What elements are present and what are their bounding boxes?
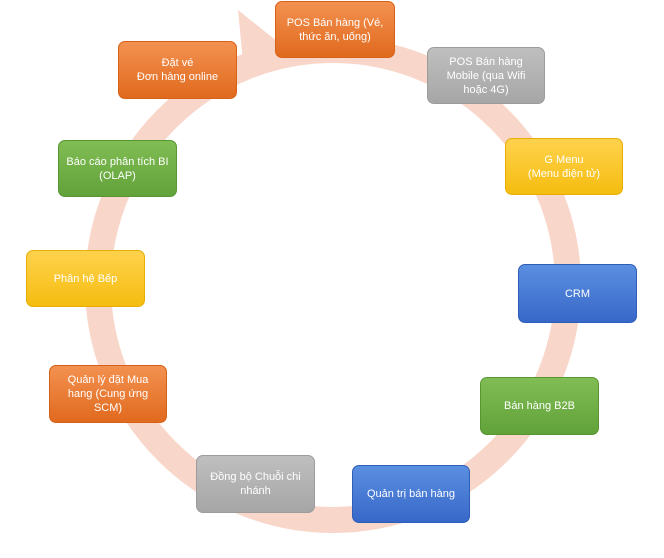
node-pos-mobile-line-2: Mobile (qua Wifi xyxy=(446,69,526,82)
node-g-menu-line-2: (Menu điện tử) xyxy=(527,167,601,180)
node-kitchen: Phân hệ Bếp xyxy=(26,250,145,307)
node-admin-line-1: Quản trị bán hàng xyxy=(366,488,456,500)
node-booking-line-1: Đặt vé xyxy=(161,57,194,69)
node-booking-line-2: Đơn hàng online xyxy=(136,71,219,83)
node-bi: Báo cáo phân tích BI (OLAP) xyxy=(58,140,177,197)
node-admin: Quản trị bán hàng xyxy=(352,465,470,523)
node-pos-mobile: POS Bán hàng Mobile (qua Wifi hoặc 4G) xyxy=(427,47,545,104)
node-crm-line-1: CRM xyxy=(564,287,591,300)
node-pos-line-1: POS Bán hàng (Vé, xyxy=(286,16,384,29)
node-crm: CRM xyxy=(518,264,637,323)
node-scm-line-3: SCM) xyxy=(93,402,123,414)
node-pos-mobile-line-3: hoặc 4G) xyxy=(463,83,509,96)
ring-track xyxy=(85,37,581,533)
node-scm-line-1: Quản lý đặt Mua xyxy=(67,374,149,386)
node-scm-line-2: hang (Cung ứng xyxy=(67,388,149,400)
node-bi-line-2: (OLAP) xyxy=(99,169,136,182)
node-b2b-line-1: Bán hàng B2B xyxy=(504,400,575,412)
node-sync-line-1: Đồng bộ Chuỗi chi xyxy=(210,471,301,483)
ring-arrowhead xyxy=(238,10,278,72)
node-g-menu: G Menu (Menu điện tử) xyxy=(505,138,623,195)
node-bi-line-1: Báo cáo phân tích BI xyxy=(66,155,169,168)
node-pos-mobile-line-1: POS Bán hàng xyxy=(449,55,523,68)
node-b2b: Bán hàng B2B xyxy=(480,377,599,435)
node-sync-line-2: nhánh xyxy=(240,485,271,497)
node-kitchen-line-1: Phân hệ Bếp xyxy=(53,272,118,285)
node-pos-line-2: thức ăn, uống) xyxy=(299,30,371,43)
node-booking: Đặt vé Đơn hàng online xyxy=(118,41,237,99)
node-pos: POS Bán hàng (Vé, thức ăn, uống) xyxy=(275,1,395,58)
node-sync: Đồng bộ Chuỗi chi nhánh xyxy=(196,455,315,513)
node-scm: Quản lý đặt Mua hang (Cung ứng SCM) xyxy=(49,365,167,423)
node-g-menu-line-1: G Menu xyxy=(544,153,584,166)
